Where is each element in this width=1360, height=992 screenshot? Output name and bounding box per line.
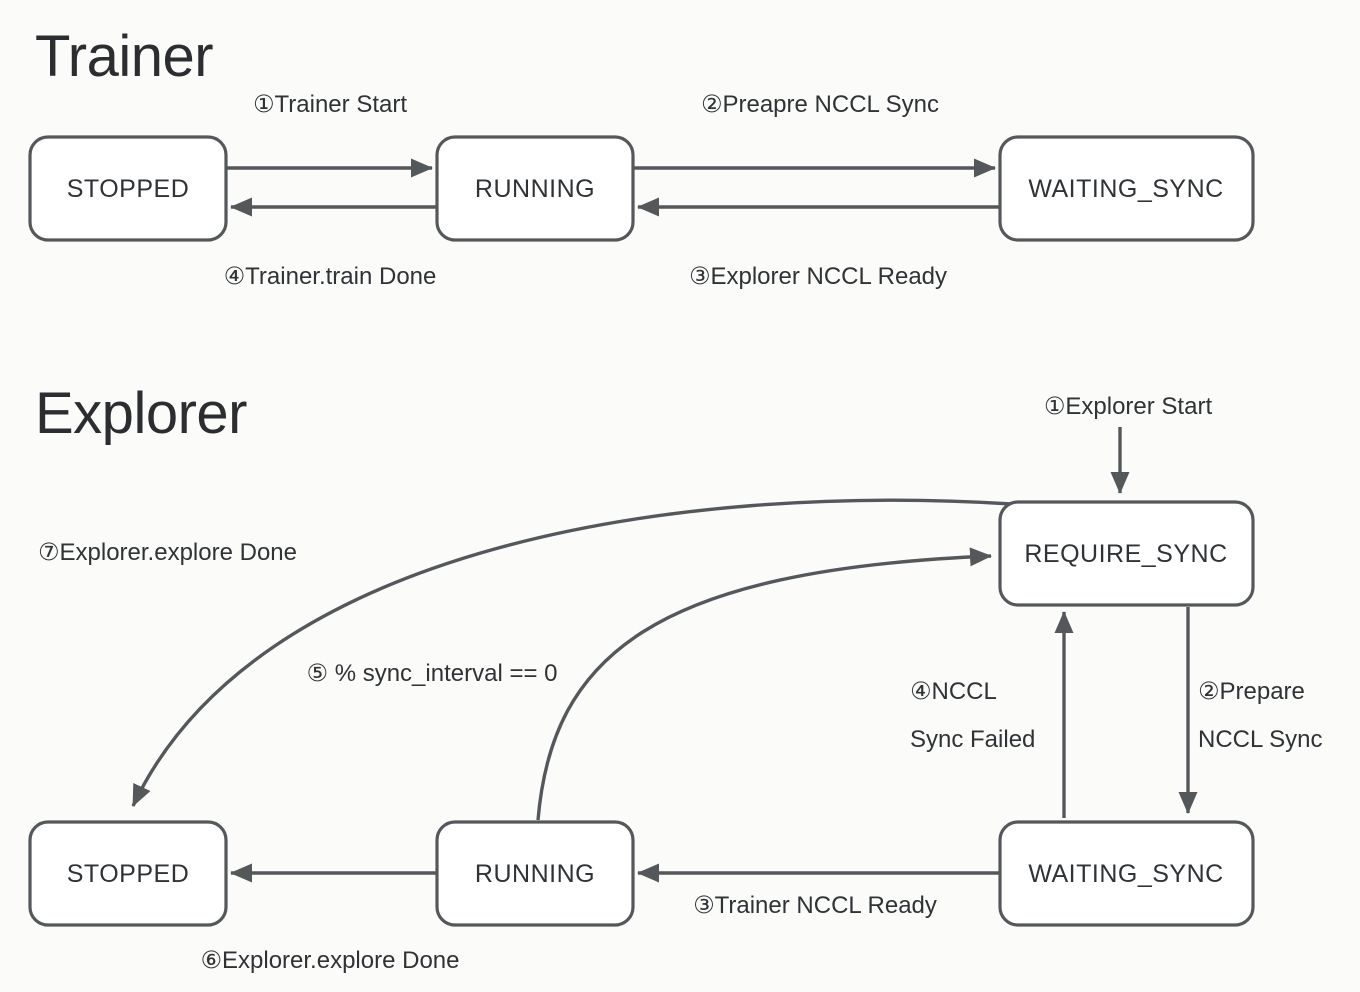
trainer-node-waiting-sync: WAITING_SYNC — [998, 135, 1255, 242]
explorer-node-running-label: RUNNING — [475, 860, 595, 888]
explorer-edge-require-sync-to-stopped — [131, 498, 1013, 807]
explorer-node-waiting-sync-label: WAITING_SYNC — [1028, 860, 1223, 888]
explorer-edge-label-prepare-line2: NCCL Sync — [1198, 726, 1322, 753]
trainer-node-waiting-sync-label: WAITING_SYNC — [1028, 175, 1223, 203]
explorer-node-running: RUNNING — [435, 820, 635, 927]
explorer-edge-label-nccl-failed-line1: ④NCCL — [910, 678, 997, 705]
explorer-node-stopped-label: STOPPED — [67, 860, 190, 888]
trainer-edge-label-prepare-nccl-sync: ②Preapre NCCL Sync — [701, 91, 939, 118]
explorer-node-waiting-sync: WAITING_SYNC — [998, 820, 1255, 927]
trainer-edge-label-explorer-nccl-ready: ③Explorer NCCL Ready — [689, 263, 947, 290]
explorer-edge-label-sync-interval: ⑤ % sync_interval == 0 — [307, 660, 558, 687]
trainer-node-stopped-label: STOPPED — [67, 175, 190, 203]
trainer-section-title: Trainer — [35, 24, 213, 89]
explorer-edge-label-explore-done-6: ⑥Explorer.explore Done — [201, 947, 460, 974]
trainer-edge-label-start: ①Trainer Start — [253, 91, 407, 118]
trainer-node-stopped: STOPPED — [28, 135, 228, 242]
explorer-edge-label-prepare-line1: ②Prepare — [1198, 678, 1305, 705]
trainer-node-running: RUNNING — [435, 135, 635, 242]
explorer-edge-label-nccl-failed-line2: Sync Failed — [910, 726, 1035, 753]
explorer-edge-label-trainer-nccl-ready: ③Trainer NCCL Ready — [693, 892, 937, 919]
explorer-edge-running-to-require-sync — [536, 547, 992, 821]
explorer-section-title: Explorer — [35, 381, 247, 446]
trainer-node-running-label: RUNNING — [475, 175, 595, 203]
explorer-node-require-sync: REQUIRE_SYNC — [998, 500, 1255, 607]
trainer-edge-label-train-done: ④Trainer.train Done — [224, 263, 437, 290]
explorer-edge-label-explore-done-7: ⑦Explorer.explore Done — [38, 539, 297, 566]
explorer-node-stopped: STOPPED — [28, 820, 228, 927]
explorer-edge-label-start: ①Explorer Start — [1044, 393, 1213, 420]
explorer-node-require-sync-label: REQUIRE_SYNC — [1024, 540, 1227, 568]
